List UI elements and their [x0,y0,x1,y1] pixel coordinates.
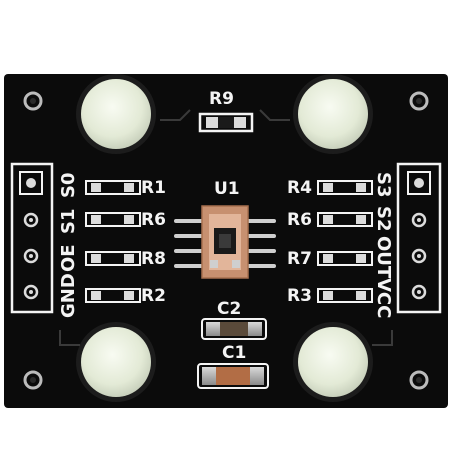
label-r2: R2 [141,286,166,306]
label-r3: R3 [287,286,312,306]
pin-label-vcc: VCC [373,278,394,318]
left-resistors [85,180,141,303]
pin-label-oe: OE [58,244,79,272]
label-r9: R9 [209,89,234,109]
capacitor-c1 [197,363,269,389]
pin-label-gnd: GND [58,273,79,318]
u1-sensor-chip [174,205,276,279]
label-r6-left: R6 [141,210,166,230]
pin-label-s0: S0 [58,173,79,199]
capacitor-c2 [201,318,267,340]
left-pin-header [10,162,54,314]
pin-label-s3: S3 [373,172,394,198]
right-pin-header [396,162,442,314]
mounting-holes [23,91,429,390]
white-leds [76,74,373,402]
pin-label-s2: S2 [373,206,394,232]
label-r6-right: R6 [287,210,312,230]
label-c2: C2 [217,299,241,319]
resistor-r9 [198,112,254,133]
right-resistors [317,180,373,303]
label-r4: R4 [287,178,312,198]
label-r7: R7 [287,249,312,269]
label-u1: U1 [214,179,240,199]
pin-label-s1: S1 [58,209,79,235]
label-r8: R8 [141,249,166,269]
label-c1: C1 [222,343,246,363]
label-r1: R1 [141,178,166,198]
silkscreen-traces [59,109,393,346]
pin-label-out: OUT [373,236,394,279]
